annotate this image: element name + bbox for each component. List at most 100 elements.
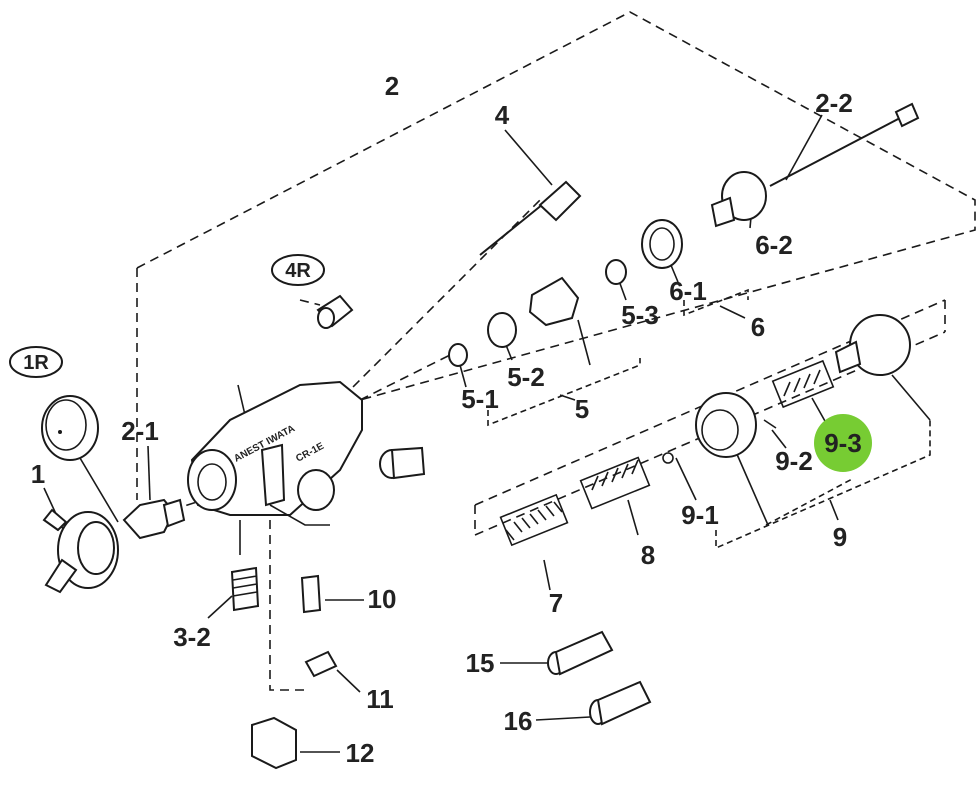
leader-5-body: [577, 319, 591, 366]
spring-9-3-coils: [783, 369, 821, 397]
body-accessory-boundary: [269, 460, 310, 691]
gun-body: ANEST IWATA CR-1E: [187, 380, 363, 526]
bracket-9-inner: [765, 477, 855, 526]
leader-8: [627, 499, 639, 536]
cylinder-9-body: [695, 392, 757, 458]
part-4-needle: [479, 180, 582, 256]
axis-line-packing: [359, 354, 451, 401]
fitting-3-2-thread-1: [232, 575, 258, 581]
body-hook-lip: [269, 504, 330, 526]
leader-lines: [43, 114, 931, 753]
cap-9-knob: [849, 314, 911, 376]
seat-6-2: [721, 171, 767, 221]
leader-body-top: [237, 384, 246, 416]
label-15: 15: [466, 648, 495, 678]
part-3-2-fitting: [230, 566, 260, 612]
ring-5-2: [487, 312, 517, 348]
fitting-3-2-body: [230, 566, 260, 612]
fitting-11-body: [304, 650, 338, 678]
leader-9-body: [735, 451, 769, 526]
body-side-fitting: [379, 446, 426, 480]
bracket-5: [487, 358, 641, 427]
highlight-9-3: [814, 414, 872, 472]
leader-1R: [79, 457, 119, 523]
part-labels: 1 2 2-1 2-2 3-2 4 5 5-1 5-2 5-3 6 6-1 6-…: [31, 71, 862, 768]
label-9: 9: [833, 522, 847, 552]
cap-center: [58, 430, 62, 434]
label-1: 1: [31, 459, 45, 489]
needle-2-2-shaft: [769, 117, 901, 187]
air-cap-horn: [44, 558, 78, 594]
label-5-2: 5-2: [507, 362, 545, 392]
clip-9-1: [662, 452, 674, 464]
label-3-2: 3-2: [173, 622, 211, 652]
label-6: 6: [751, 312, 765, 342]
bracket-9: [715, 420, 931, 550]
label-5: 5: [575, 394, 589, 424]
spring-7-outline: [499, 493, 569, 547]
label-6-1: 6-1: [669, 276, 707, 306]
fitting-10-body: [300, 574, 322, 614]
seat-6-2-stem: [710, 196, 736, 228]
label-9-3: 9-3: [824, 428, 862, 458]
clip-12-body: [251, 716, 297, 770]
fitting-body: [390, 446, 426, 480]
fitting-3-2-thread-2: [232, 583, 258, 589]
label-2-1: 2-1: [121, 416, 159, 446]
leader-5: [559, 394, 576, 401]
needle-knob: [538, 180, 582, 222]
spring-8-outline: [579, 456, 651, 510]
part-2-1-fluid-nozzle: [122, 498, 186, 540]
label-16: 16: [504, 706, 533, 736]
axis-line-needle-4: [299, 199, 541, 441]
body-side-port: [297, 469, 335, 511]
label-4R: 4R: [285, 260, 311, 282]
leader-9-1: [675, 457, 697, 501]
leader-11: [336, 669, 361, 693]
ring-labels: 1R 4R: [9, 254, 325, 378]
label-9-1: 9-1: [681, 500, 719, 530]
leader-3-2: [207, 595, 233, 619]
cap-outer: [41, 395, 99, 461]
leader-9-cap: [891, 374, 931, 421]
part-1-air-cap: [42, 508, 119, 594]
part-9-set: [662, 314, 911, 464]
label-12: 12: [346, 738, 375, 768]
fitting-15-body: [554, 630, 614, 676]
needle-shaft: [479, 199, 549, 256]
ring-5-1: [448, 343, 468, 367]
spring-8-coils: [591, 459, 639, 491]
ring-4R: [271, 254, 325, 286]
part-11-fitting: [304, 650, 338, 678]
part-16-fitting: [589, 680, 652, 726]
fitting-16-body: [596, 680, 652, 726]
leader-9-2: [771, 429, 787, 449]
label-2-2: 2-2: [815, 88, 853, 118]
label-2: 2: [385, 71, 399, 101]
ring-6-1: [641, 219, 683, 269]
air-cap-face: [77, 521, 115, 575]
label-1R: 1R: [23, 352, 49, 374]
part-2-2-needle: [769, 102, 920, 187]
leader-2-2: [785, 114, 823, 181]
leader-16: [535, 716, 591, 721]
leader-5-1: [459, 364, 467, 388]
label-10: 10: [368, 584, 397, 614]
part-12-clip: [251, 716, 297, 770]
label-5-1: 5-1: [461, 384, 499, 414]
group-2-boundary: [136, 11, 976, 401]
cylinder-9-bore: [701, 409, 739, 451]
part-7-spring: [499, 493, 569, 547]
spring-9-3-outline: [771, 359, 835, 409]
part-15-fitting: [547, 630, 614, 676]
cap-inner: [45, 399, 87, 451]
ring-6-1-inner: [649, 227, 675, 261]
packing-seat: [528, 276, 580, 327]
ring-5-3: [605, 259, 627, 285]
leader-2-1: [147, 445, 151, 501]
cap-9-stem: [834, 340, 862, 374]
part-5-packing: [448, 259, 627, 367]
part-10-fitting: [300, 574, 322, 614]
label-4: 4: [495, 100, 510, 130]
